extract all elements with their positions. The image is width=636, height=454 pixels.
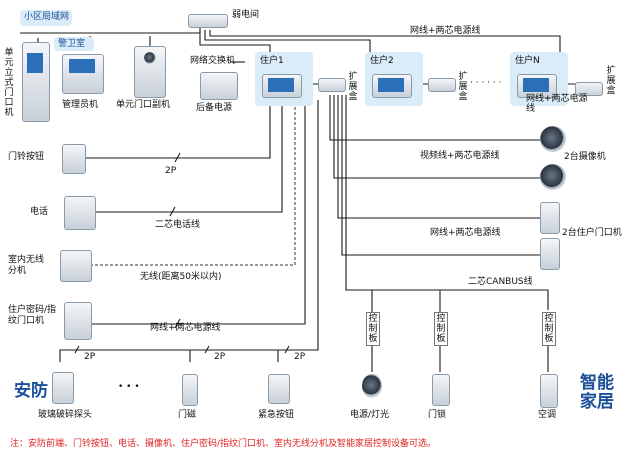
expansion-box-n bbox=[575, 82, 603, 96]
unit-door-sub-label: 单元门口副机 bbox=[116, 100, 171, 110]
expansion-box-1 bbox=[318, 78, 346, 92]
phone-label: 电话 bbox=[30, 207, 49, 217]
manager-device bbox=[62, 54, 104, 94]
expansion-box-n-label: 扩展盒 bbox=[606, 66, 616, 96]
power-label: 后备电源 bbox=[196, 103, 233, 113]
lan-badge bbox=[20, 10, 72, 26]
unit-door-main-device bbox=[22, 42, 50, 122]
doorbell-label: 门铃按钮 bbox=[8, 152, 45, 162]
pwd-door-device bbox=[64, 302, 92, 340]
guard-room-badge bbox=[54, 37, 94, 51]
footnote: 注：安防前端、门铃按钮、电话、摄像机、住户密码/指纹门口机、室内无线分机及智能家… bbox=[10, 439, 437, 449]
two-p-2: 2P bbox=[214, 352, 226, 362]
canbus-label: 二芯CANBUS线 bbox=[468, 277, 533, 287]
doorbell-cable: 2P bbox=[165, 166, 177, 176]
pwd-door-cable: 网线+两芯电源线 bbox=[150, 323, 221, 333]
door-unit-2-device bbox=[540, 238, 560, 270]
wireless-ext-label: 室内无线分机 bbox=[8, 255, 45, 276]
guard-room-label: 警卫室 bbox=[58, 39, 86, 49]
expansion-box-1-label: 扩展盒 bbox=[348, 72, 358, 102]
two-p-1: 2P bbox=[84, 352, 96, 362]
household-2-label: 住户2 bbox=[370, 56, 394, 66]
pwd-door-label: 住户密码/指纹门口机 bbox=[8, 305, 57, 326]
smart-home-title: 智能家居 bbox=[580, 373, 614, 412]
control-board-1: 控制板 bbox=[366, 312, 380, 346]
weak-room-label: 弱电间 bbox=[232, 10, 260, 20]
emergency-button bbox=[268, 374, 290, 404]
item-emergency: 紧急按钮 bbox=[258, 410, 295, 420]
expansion-box-2 bbox=[428, 78, 456, 92]
household-n-label: 住户N bbox=[515, 56, 540, 66]
item-ac: 空调 bbox=[538, 410, 557, 420]
lan-title: 小区局域网 bbox=[24, 12, 70, 22]
lightbulb-icon bbox=[362, 374, 382, 398]
door-lock bbox=[432, 374, 450, 406]
control-board-3: 控制板 bbox=[542, 312, 556, 346]
control-board-2: 控制板 bbox=[434, 312, 448, 346]
air-conditioner bbox=[540, 374, 558, 408]
wireless-cable: 无线(距离50米以内) bbox=[140, 272, 222, 282]
bottom-dots: • • • bbox=[118, 382, 140, 392]
net-power-top-label: 网线+两芯电源线 bbox=[410, 26, 481, 36]
item-glass-break: 玻璃破碎探头 bbox=[38, 410, 93, 420]
camera-1-icon bbox=[540, 126, 566, 152]
unit-door-main-label: 单元立式门口机 bbox=[4, 48, 14, 118]
net-cable-label: 网线+两芯电源线 bbox=[430, 228, 501, 238]
doorbell-button-device bbox=[62, 144, 86, 174]
glass-break-sensor bbox=[52, 372, 74, 404]
household-2-monitor bbox=[372, 74, 412, 98]
two-p-3: 2P bbox=[294, 352, 306, 362]
door-units-label: 2台住户门口机 bbox=[562, 228, 622, 238]
backup-power-device bbox=[200, 72, 238, 100]
camera-2-icon bbox=[540, 164, 566, 190]
net-power-right-label: 网线+两芯电源线 bbox=[526, 94, 588, 114]
video-cable-label: 视频线+两芯电源线 bbox=[420, 151, 500, 161]
household-1-label: 住户1 bbox=[260, 56, 284, 66]
door-unit-1-device bbox=[540, 202, 560, 234]
household-n-monitor bbox=[517, 74, 557, 98]
item-door-magnet: 门磁 bbox=[178, 410, 197, 420]
cameras-label: 2台摄像机 bbox=[564, 152, 606, 162]
security-title: 安防 bbox=[14, 381, 48, 401]
item-door-lock: 门锁 bbox=[428, 410, 447, 420]
phone-device bbox=[64, 196, 96, 230]
households-dots: · · · · · · bbox=[470, 78, 502, 88]
manager-label: 管理员机 bbox=[62, 100, 99, 110]
expansion-box-2-label: 扩展盒 bbox=[458, 72, 468, 102]
door-magnet bbox=[182, 374, 198, 406]
unit-door-sub-device bbox=[134, 46, 166, 98]
wireless-ext-device bbox=[60, 250, 92, 282]
household-1-monitor bbox=[262, 74, 302, 98]
phone-cable: 二芯电话线 bbox=[155, 220, 201, 230]
weak-room-switch bbox=[188, 14, 228, 28]
switch-label: 网络交换机 bbox=[190, 56, 236, 66]
item-power-light: 电源/灯光 bbox=[350, 410, 390, 420]
